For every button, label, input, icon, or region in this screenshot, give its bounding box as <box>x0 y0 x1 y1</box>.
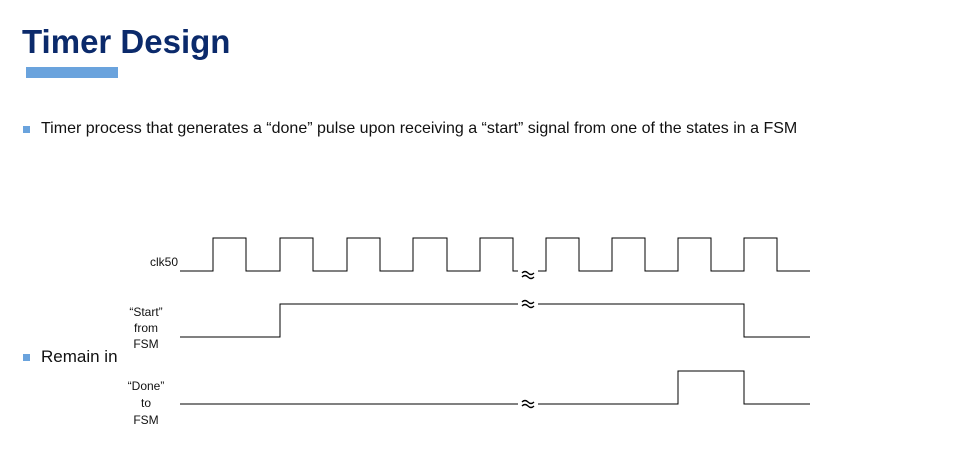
start-waveform <box>180 303 518 338</box>
bullet-marker-icon <box>23 353 30 361</box>
done-break-mark-icon <box>521 399 535 409</box>
done-label: “Done” to FSM <box>128 379 165 427</box>
start-label-line: from <box>134 321 158 335</box>
done-waveform-continued <box>538 370 810 405</box>
start-waveform-continued <box>538 303 810 338</box>
start-label-line: FSM <box>133 337 158 351</box>
title-underline <box>26 67 118 78</box>
clk50-label: clk50 <box>150 255 178 269</box>
bullet-text: Remain in <box>41 347 118 366</box>
done-label-line: to <box>141 396 151 410</box>
bullet-text: Timer process that generates a “done” pu… <box>41 120 798 137</box>
bullet-marker-icon <box>23 125 30 133</box>
clk50-waveform-continued <box>538 237 810 272</box>
bullet-timer-process: Timer process that generates a “done” pu… <box>23 120 797 138</box>
start-label: “Start” from FSM <box>129 305 162 351</box>
done-label-line: FSM <box>133 413 158 427</box>
clk50-break-mark-icon <box>521 270 535 280</box>
start-break-mark-icon <box>521 299 535 309</box>
start-label-line: “Start” <box>129 305 162 319</box>
done-label-line: “Done” <box>128 379 165 393</box>
clk50-waveform <box>180 237 518 272</box>
bullet-remain-in: Remain in <box>23 347 118 367</box>
slide-title: Timer Design <box>22 23 231 60</box>
